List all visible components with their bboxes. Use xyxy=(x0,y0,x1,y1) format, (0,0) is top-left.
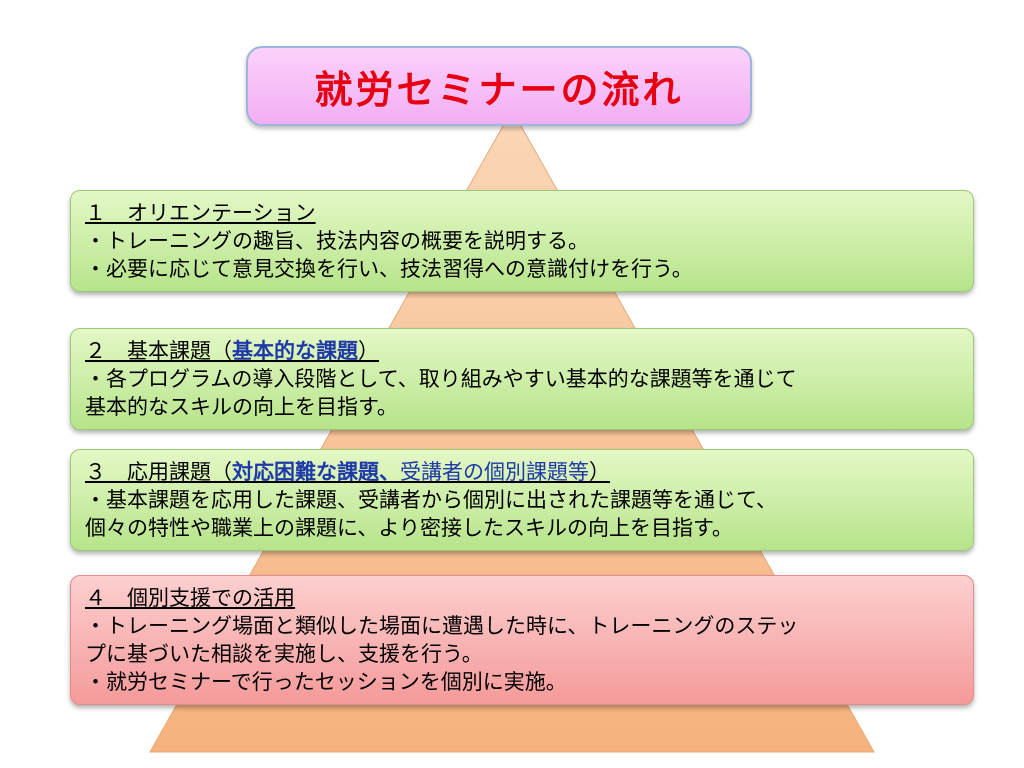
step-2-line-2: 基本的なスキルの向上を目指す。 xyxy=(85,395,398,419)
step-1-heading: １ オリエンテーション xyxy=(85,201,316,225)
step-4-line-3: ・就労セミナーで行ったセッションを個別に実施。 xyxy=(85,670,567,694)
step-3-heading-suffix: ） xyxy=(589,460,610,484)
step-1-orientation: １ オリエンテーション ・トレーニングの趣旨、技法内容の概要を説明する。 ・必要… xyxy=(70,190,974,292)
step-3-applied-tasks: ３ 応用課題（対応困難な課題、受講者の個別課題等） ・基本課題を応用した課題、受… xyxy=(70,449,974,551)
step-3-line-1: ・基本課題を応用した課題、受講者から個別に出された課題等を通じて、 xyxy=(85,488,777,512)
step-3-heading-emphasis: 対応困難な課題、 xyxy=(232,460,400,484)
step-4-heading: ４ 個別支援での活用 xyxy=(85,586,295,610)
step-3-heading: ３ 応用課題（対応困難な課題、受講者の個別課題等） xyxy=(85,458,959,486)
step-4-line-1: ・トレーニング場面と類似した場面に遭遇した時に、トレーニングのステッ xyxy=(85,614,799,638)
step-1-line-1: ・トレーニングの趣旨、技法内容の概要を説明する。 xyxy=(85,229,589,253)
step-2-basic-tasks: ２ 基本課題（基本的な課題） ・各プログラムの導入段階として、取り組みやすい基本… xyxy=(70,328,974,430)
step-4-individual-support: ４ 個別支援での活用 ・トレーニング場面と類似した場面に遭遇した時に、トレーニン… xyxy=(70,575,974,705)
step-2-heading-prefix: ２ 基本課題（ xyxy=(85,339,232,363)
step-3-heading-blue: 受講者の個別課題等 xyxy=(400,460,589,484)
page-title: 就労セミナーの流れ xyxy=(314,67,684,112)
step-2-heading: ２ 基本課題（基本的な課題） xyxy=(85,337,959,365)
step-4-line-2: プに基づいた相談を実施し、支援を行う。 xyxy=(85,642,483,666)
step-2-heading-emphasis: 基本的な課題 xyxy=(232,339,358,363)
step-1-line-2: ・必要に応じて意見交換を行い、技法習得への意識付けを行う。 xyxy=(85,257,693,281)
step-3-heading-prefix: ３ 応用課題（ xyxy=(85,460,232,484)
title-box: 就労セミナーの流れ xyxy=(246,46,752,126)
step-2-heading-suffix: ） xyxy=(358,339,379,363)
step-3-line-2: 個々の特性や職業上の課題に、より密接したスキルの向上を目指す。 xyxy=(85,516,733,540)
step-2-line-1: ・各プログラムの導入段階として、取り組みやすい基本的な課題等を通じて xyxy=(85,367,797,391)
